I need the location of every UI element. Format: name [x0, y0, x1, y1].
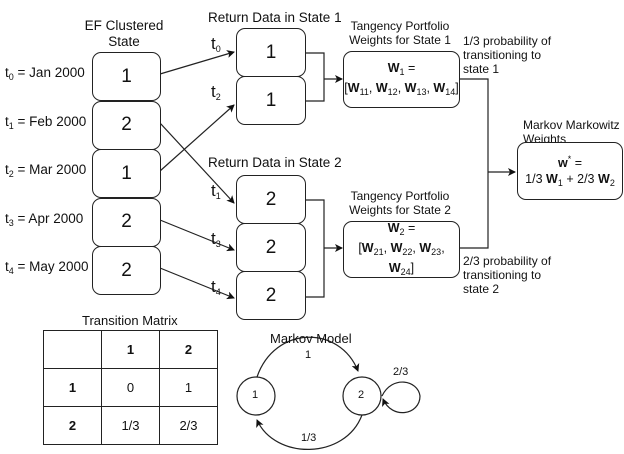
w1-vector: [W11, W12, W13, W14] [344, 80, 459, 97]
edge-2-self [381, 381, 421, 414]
markov-node-2 [342, 376, 382, 416]
time-index-label: t0 [211, 34, 221, 54]
tangency-state2-header: Tangency Portfolio Weights for State 2 [349, 189, 451, 217]
edge-label-2-to-1: 1/3 [301, 432, 317, 444]
ef-state-box: 1 [92, 149, 161, 198]
return-box-state2: 2 [236, 175, 306, 224]
markov-node-1-label: 1 [252, 389, 259, 401]
tangency-state1-header: Tangency Portfolio Weights for State 1 [349, 19, 451, 47]
arrow-t0 [159, 50, 235, 75]
return-state2-header: Return Data in State 2 [208, 155, 342, 170]
tm-cell: 1/3 [101, 406, 160, 445]
tm-col-header: 2 [159, 330, 218, 369]
timeline-date-label: t2 = Mar 2000 [5, 162, 87, 179]
prob-state1-label: 1/3 probability of transitioning to stat… [463, 34, 552, 76]
w2-weights-box: W2 = [W21, W22, W23, W24] [343, 221, 460, 278]
markov-model-title: Markov Model [270, 331, 352, 346]
timeline-date-label: t1 = Feb 2000 [5, 113, 87, 131]
ef-state-box: 2 [92, 197, 161, 247]
arrow-t4 [159, 267, 235, 300]
transition-matrix-title: Transition Matrix [82, 313, 178, 328]
arrow-t1 [159, 122, 235, 204]
return-box-state1: 1 [236, 28, 306, 77]
return-box-state2: 2 [236, 271, 306, 320]
return-box-state2: 2 [236, 223, 306, 272]
w1-weights-box: W1 = [W11, W12, W13, W14] [343, 51, 460, 108]
tm-col-header: 1 [101, 330, 160, 369]
prob-state2-label: 2/3 probability of transitioning to stat… [463, 254, 552, 296]
bracket-state2 [305, 199, 325, 298]
markov-weights-box: w* = 1/3 W1 + 2/3 W2 [517, 142, 623, 200]
markov-node-2-label: 2 [358, 389, 365, 401]
return-state1-header: Return Data in State 1 [208, 10, 342, 25]
tm-row-header: 1 [43, 368, 102, 407]
timeline-date-label: t4 = May 2000 [5, 259, 89, 276]
markov-node-1 [236, 376, 276, 416]
transition-matrix: 1 2 1 0 1 2 1/3 2/3 [43, 330, 218, 445]
ef-state-box: 1 [92, 52, 161, 101]
return-box-state1: 1 [236, 76, 306, 125]
ef-state-box: 2 [92, 246, 161, 295]
time-index-label: t2 [211, 82, 221, 102]
edge-label-2-self: 2/3 [393, 366, 409, 378]
time-index-label: t4 [211, 277, 221, 297]
bracket-state1 [305, 52, 325, 102]
timeline-date-label: t3 = Apr 2000 [5, 210, 84, 228]
ef-state-box: 2 [92, 100, 161, 150]
arrow-t2 [159, 104, 235, 172]
tm-cell: 1 [159, 368, 218, 407]
tm-cell: 2/3 [159, 406, 218, 445]
time-index-label: t1 [211, 181, 221, 201]
tm-cell: 0 [101, 368, 160, 407]
tm-corner [43, 330, 102, 369]
edge-label-1-to-2: 1 [305, 349, 312, 361]
arrow-t3 [159, 219, 235, 252]
timeline-date-label: t0 = Jan 2000 [5, 65, 85, 82]
tm-row-header: 2 [43, 406, 102, 445]
edge-1-to-2 [256, 336, 360, 378]
ef-clustered-header: EF Clustered State [84, 18, 164, 49]
w2-vector: [W21, W22, W23, W24] [358, 240, 445, 277]
time-index-label: t3 [211, 229, 221, 249]
edge-2-to-1 [256, 414, 363, 450]
